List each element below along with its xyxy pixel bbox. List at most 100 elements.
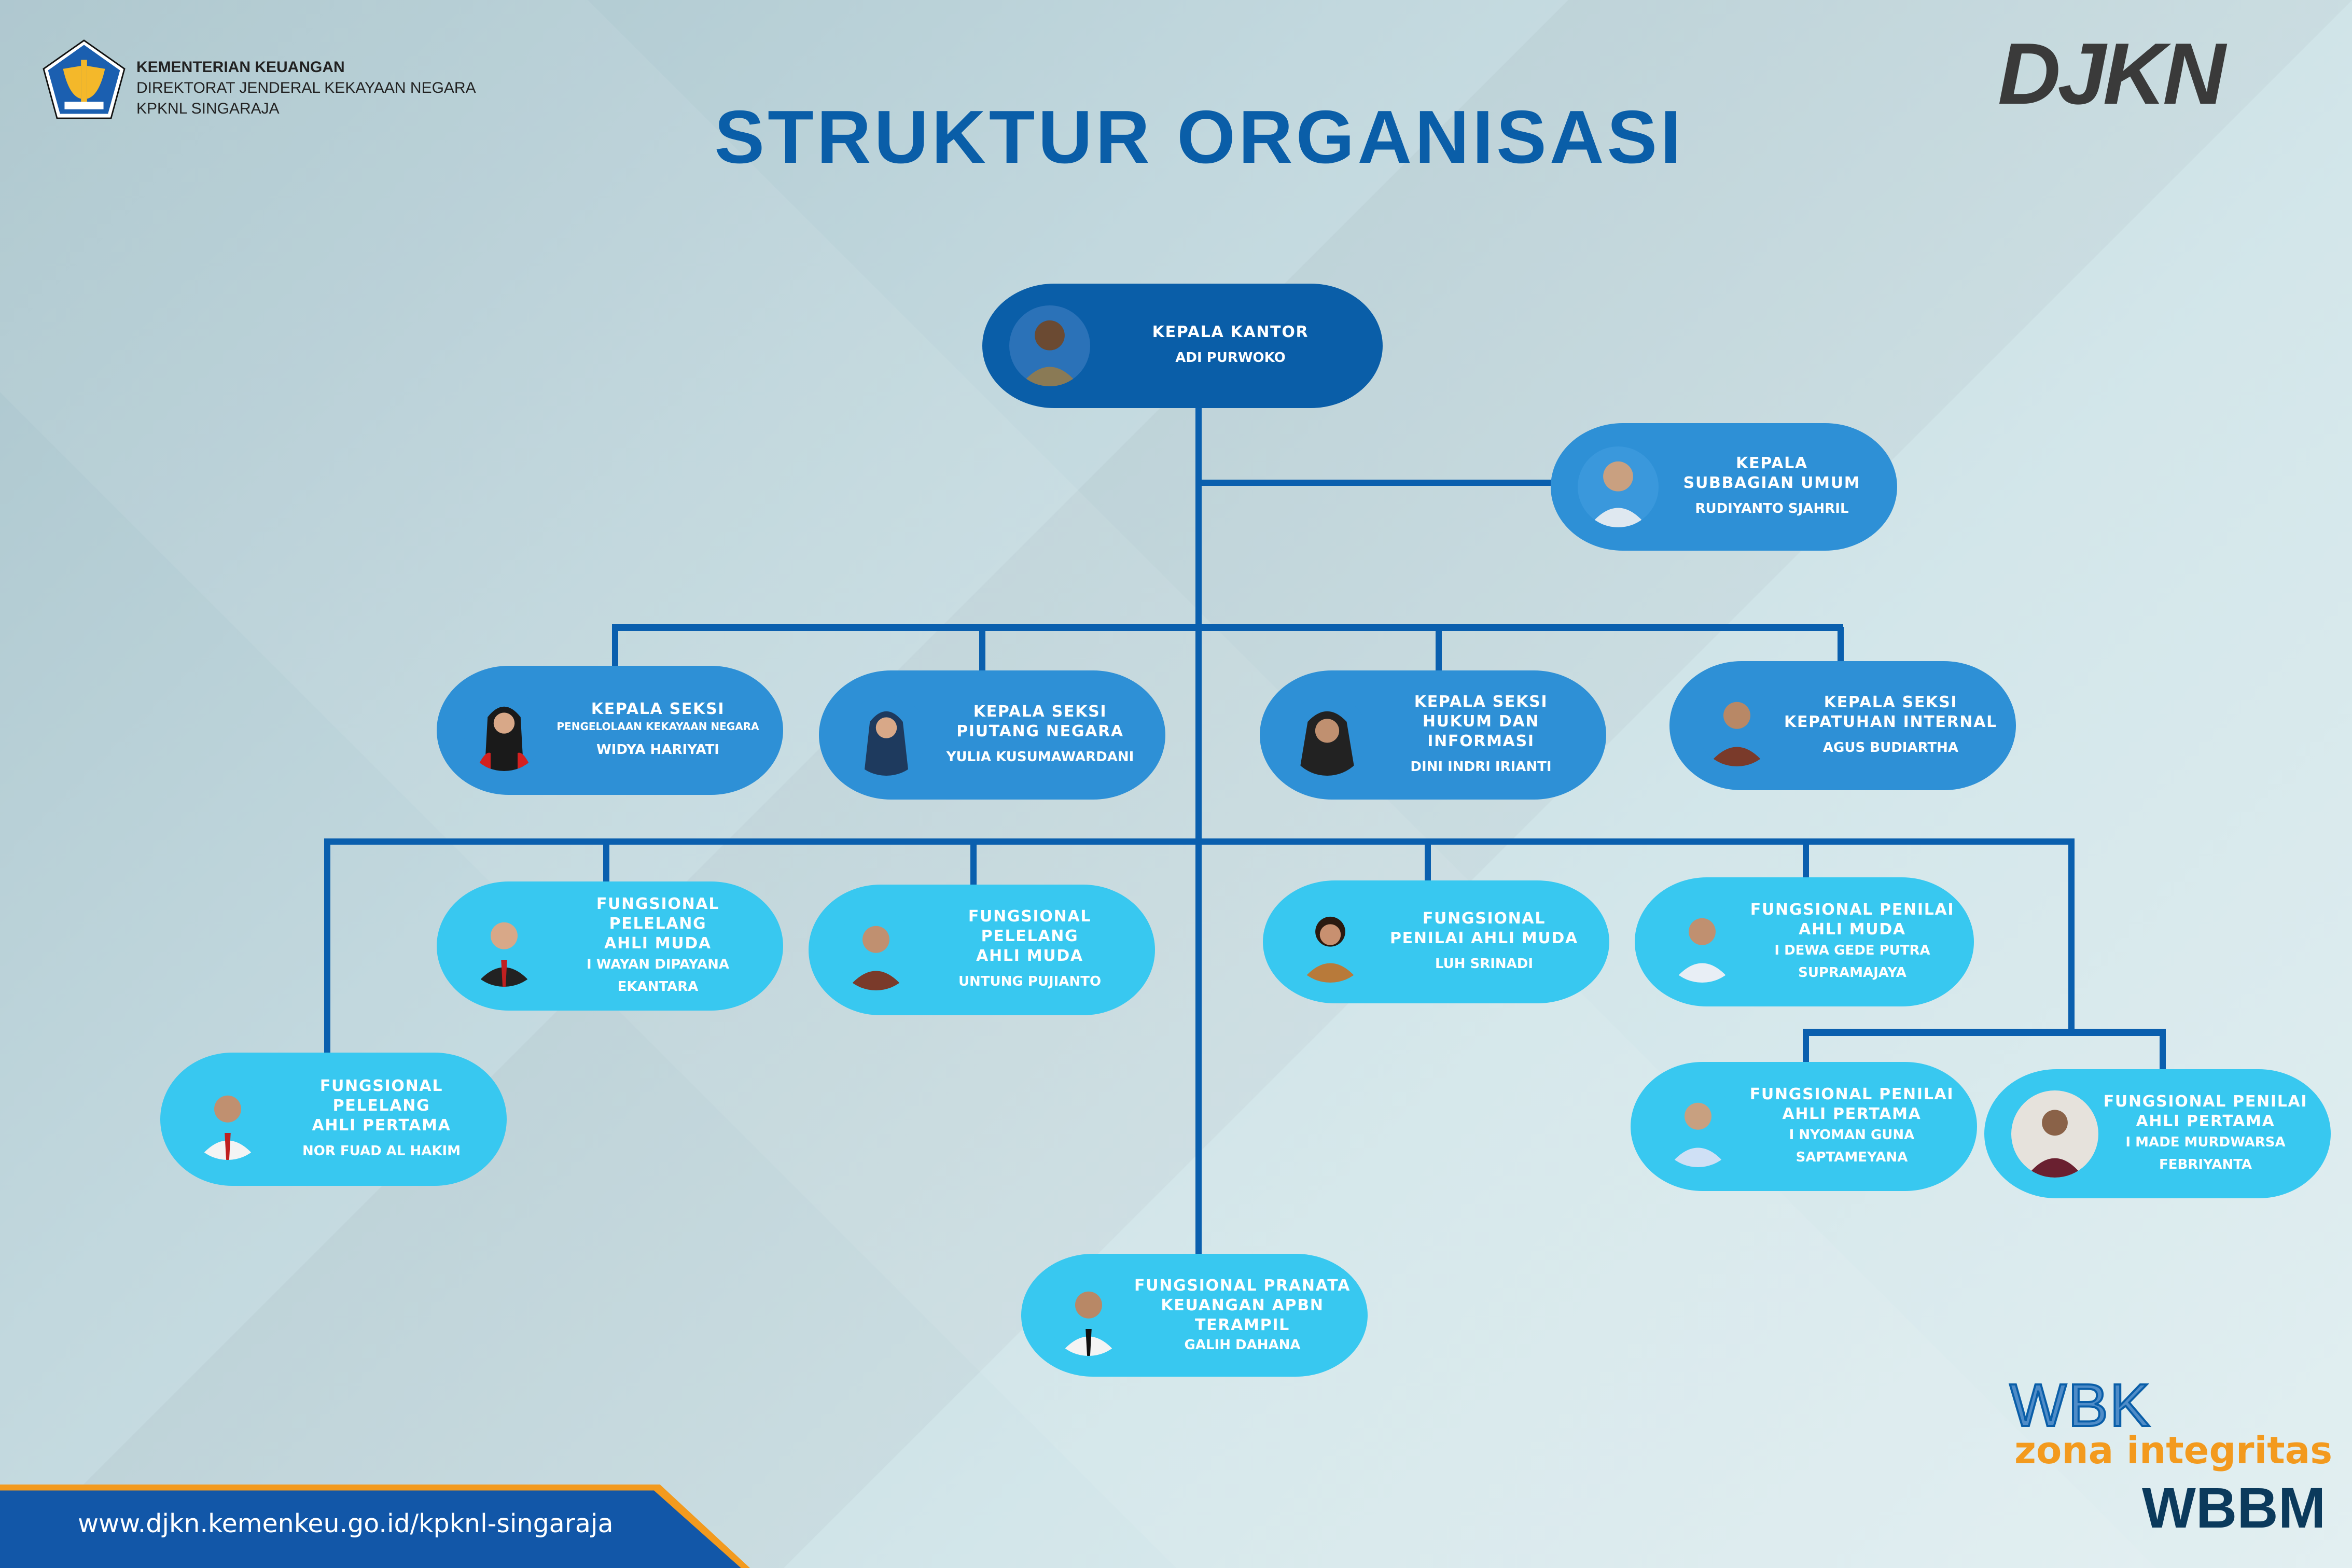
node-name: I MADE MURDWARSA: [2125, 1134, 2286, 1150]
node-role: PIUTANG NEGARA: [956, 722, 1124, 740]
node-role: AHLI PERTAMA: [312, 1116, 451, 1135]
node-role: FUNGSIONAL PELELANG: [319, 1076, 443, 1115]
node-role: FUNGSIONAL PENILAI: [2103, 1092, 2308, 1111]
avatar: [1009, 305, 1090, 386]
node-role: KEUANGAN APBN: [1161, 1296, 1324, 1314]
page-title: STRUKTUR ORGANISASI: [714, 95, 1685, 179]
node-name: EKANTARA: [617, 978, 699, 995]
node-role: FUNGSIONAL PENILAI: [1749, 1085, 1954, 1103]
avatar: [1658, 1086, 1738, 1167]
node-name: ADI PURWOKO: [1175, 350, 1286, 366]
node-role: SUBBAGIAN UMUM: [1683, 474, 1861, 492]
avatar: [464, 905, 545, 987]
node-name: I NYOMAN GUNA: [1789, 1127, 1915, 1143]
node-role: PENILAI AHLI MUDA: [1390, 929, 1578, 947]
connector-line: [1803, 1029, 2166, 1036]
node-name: UNTUNG PUJIANTO: [958, 974, 1102, 989]
connector-line: [2160, 1032, 2166, 1071]
connector-line: [2068, 841, 2075, 1030]
node-role: PENGELOLAAN KEKAYAAN NEGARA: [556, 720, 759, 733]
node-role: FUNGSIONAL: [1422, 909, 1546, 928]
node-name: NOR FUAD AL HAKIM: [302, 1143, 461, 1159]
node-role: AHLI MUDA: [604, 934, 712, 953]
node-kepala-subbagian-umum: KEPALA SUBBAGIAN UMUM RUDIYANTO SJAHRIL: [1551, 423, 1897, 551]
node-pelelang-ahli-muda-2: FUNGSIONAL PELELANG AHLI MUDA UNTUNG PUJIA…: [809, 885, 1155, 1015]
node-role: HUKUM DAN INFORMASI: [1422, 712, 1540, 750]
avatar: [1048, 1275, 1129, 1356]
connector-line: [1803, 841, 1809, 878]
node-name: AGUS BUDIARTHA: [1822, 739, 1959, 755]
node-role: KEPALA SEKSI: [973, 702, 1107, 721]
connector-line: [1436, 627, 1442, 672]
avatar: [464, 690, 545, 771]
node-role: AHLI PERTAMA: [2136, 1112, 2275, 1130]
avatar: [1578, 446, 1659, 527]
directorate-name: DIREKTORAT JENDERAL KEKAYAAN NEGARA: [136, 79, 476, 96]
wbbm-logo: WBBM: [2142, 1476, 2326, 1540]
connector-line: [1195, 408, 1202, 1254]
node-name: LUH SRINADI: [1435, 956, 1534, 972]
avatar: [1290, 901, 1371, 983]
node-name: DINI INDRI IRIANTI: [1410, 759, 1552, 775]
node-role: FUNGSIONAL PRANATA: [1134, 1276, 1351, 1295]
node-role: AHLI MUDA: [976, 947, 1083, 965]
connector-line: [1199, 480, 1553, 486]
node-role: KEPALA SEKSI: [1414, 692, 1548, 711]
djkn-logo: DJKN: [1998, 25, 2225, 122]
connector-line: [612, 627, 618, 669]
node-name: WIDYA HARIYATI: [596, 742, 719, 758]
office-name: KPKNL SINGARAJA: [136, 100, 280, 117]
avatar: [1287, 694, 1368, 776]
kemenkeu-logo: [43, 39, 126, 119]
connector-line: [970, 841, 977, 886]
node-name: FEBRIYANTA: [2159, 1156, 2252, 1172]
node-name: SAPTAMEYANA: [1796, 1149, 1908, 1165]
footer-band: [0, 1485, 750, 1568]
connector-line: [1425, 841, 1431, 881]
node-name: SUPRAMAJAYA: [1798, 964, 1906, 981]
node-kepala-seksi-pkn: KEPALA SEKSI PENGELOLAAN KEKAYAAN NEGARA W…: [437, 666, 783, 795]
node-role: KEPALA: [1736, 454, 1808, 472]
connector-line: [1838, 627, 1844, 663]
node-role: FUNGSIONAL PELELANG: [968, 907, 1092, 945]
node-role: KEPATUHAN INTERNAL: [1784, 712, 1997, 731]
node-role: TERAMPIL: [1195, 1315, 1290, 1334]
avatar: [187, 1079, 268, 1160]
connector-line: [612, 624, 1843, 631]
node-role: KEPALA SEKSI: [591, 700, 725, 718]
avatar: [836, 909, 916, 990]
ministry-name: KEMENTERIAN KEUANGAN: [136, 59, 345, 76]
avatar: [1662, 901, 1743, 983]
node-role: KEPALA SEKSI: [1824, 693, 1958, 711]
connector-line: [979, 627, 985, 672]
node-name: I WAYAN DIPAYANA: [586, 956, 730, 972]
institution-header: KEMENTERIAN KEUANGAN DIREKTORAT JENDERAL…: [136, 57, 476, 119]
node-role: AHLI MUDA: [1799, 920, 1906, 939]
avatar: [2011, 1090, 2098, 1178]
node-name: RUDIYANTO SJAHRIL: [1695, 501, 1849, 516]
node-kepala-kantor: KEPALA KANTOR ADI PURWOKO: [982, 284, 1383, 408]
node-name: I DEWA GEDE PUTRA: [1774, 942, 1930, 958]
wbk-logo: WBK: [2009, 1371, 2152, 1439]
node-role: FUNGSIONAL PELELANG: [596, 894, 720, 933]
connector-line: [324, 838, 2075, 845]
node-name: YULIA KUSUMAWARDANI: [946, 749, 1134, 765]
website-url[interactable]: www.djkn.kemenkeu.go.id/kpknl-singaraja: [78, 1509, 614, 1538]
connector-line: [603, 841, 609, 883]
node-role: FUNGSIONAL PENILAI: [1750, 900, 1955, 919]
avatar: [846, 694, 927, 776]
node-role: KEPALA KANTOR: [1152, 323, 1309, 341]
node-role: AHLI PERTAMA: [1782, 1104, 1922, 1123]
zona-integritas-label: zona integritas: [2014, 1429, 2333, 1472]
avatar: [1696, 685, 1777, 766]
